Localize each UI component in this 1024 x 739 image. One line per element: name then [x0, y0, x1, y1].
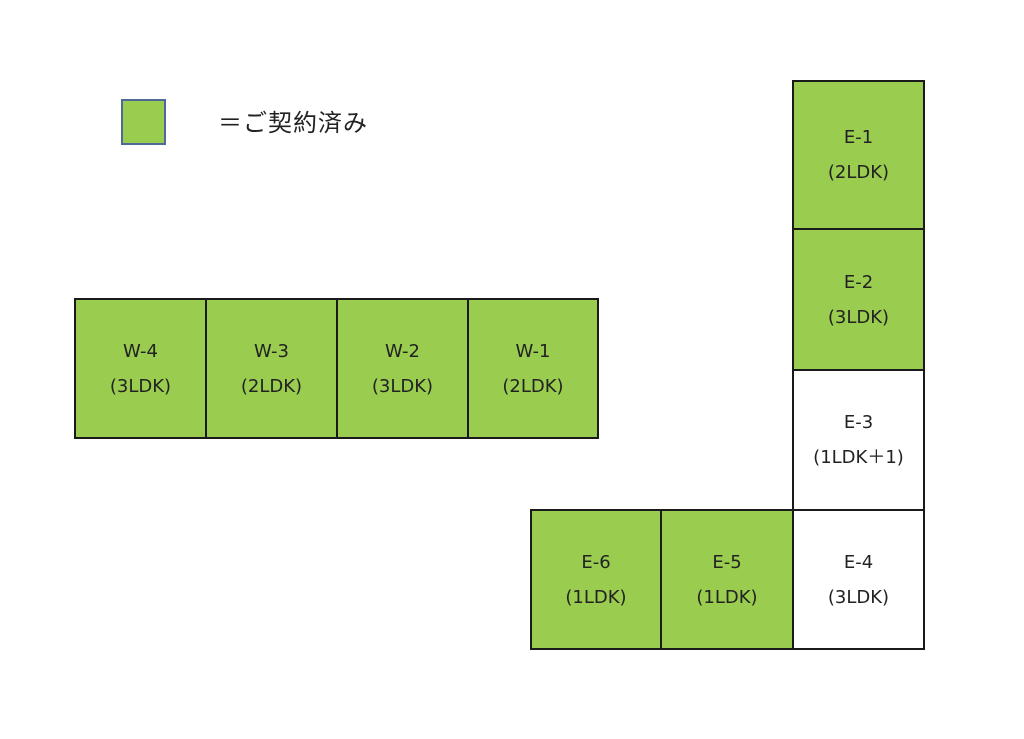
unit-id: E-3	[843, 412, 874, 433]
unit-type: (3LDK)	[371, 375, 434, 397]
unit-w-2: W-2 (3LDK)	[336, 298, 469, 439]
unit-type: (2LDK)	[240, 375, 303, 397]
unit-type: (1LDK)	[696, 586, 758, 608]
legend-label: ＝ご契約済み	[218, 109, 368, 137]
unit-id: W-1	[515, 340, 551, 362]
unit-w-4: W-4 (3LDK)	[74, 298, 207, 439]
unit-w-1: W-1 (2LDK)	[467, 298, 599, 439]
unit-id: W-3	[253, 340, 289, 362]
unit-id: W-4	[122, 340, 158, 362]
unit-w-3: W-3 (2LDK)	[205, 298, 338, 439]
unit-type: (3LDK)	[827, 586, 890, 608]
unit-e-4: E-4 (3LDK)	[792, 509, 925, 650]
unit-e-1: E-1 (2LDK)	[792, 80, 925, 230]
unit-type: (2LDK)	[502, 375, 564, 397]
unit-type: (3LDK)	[109, 375, 172, 397]
unit-type: (3LDK)	[827, 306, 890, 328]
unit-id: E-5	[712, 551, 742, 573]
unit-e-6: E-6 (1LDK)	[530, 509, 662, 650]
unit-id: E-6	[581, 551, 611, 573]
unit-type: (1LDK)	[565, 586, 627, 608]
unit-id: E-2	[843, 271, 874, 293]
unit-id: E-4	[843, 551, 874, 573]
legend-swatch	[121, 99, 166, 145]
unit-type: (1LDK＋1)	[813, 447, 904, 468]
unit-e-3: E-3 (1LDK＋1)	[792, 369, 925, 511]
unit-e-5: E-5 (1LDK)	[660, 509, 794, 650]
unit-id: W-2	[384, 340, 420, 362]
unit-id: E-1	[843, 127, 874, 148]
unit-e-2: E-2 (3LDK)	[792, 228, 925, 371]
unit-type: (2LDK)	[827, 162, 890, 183]
